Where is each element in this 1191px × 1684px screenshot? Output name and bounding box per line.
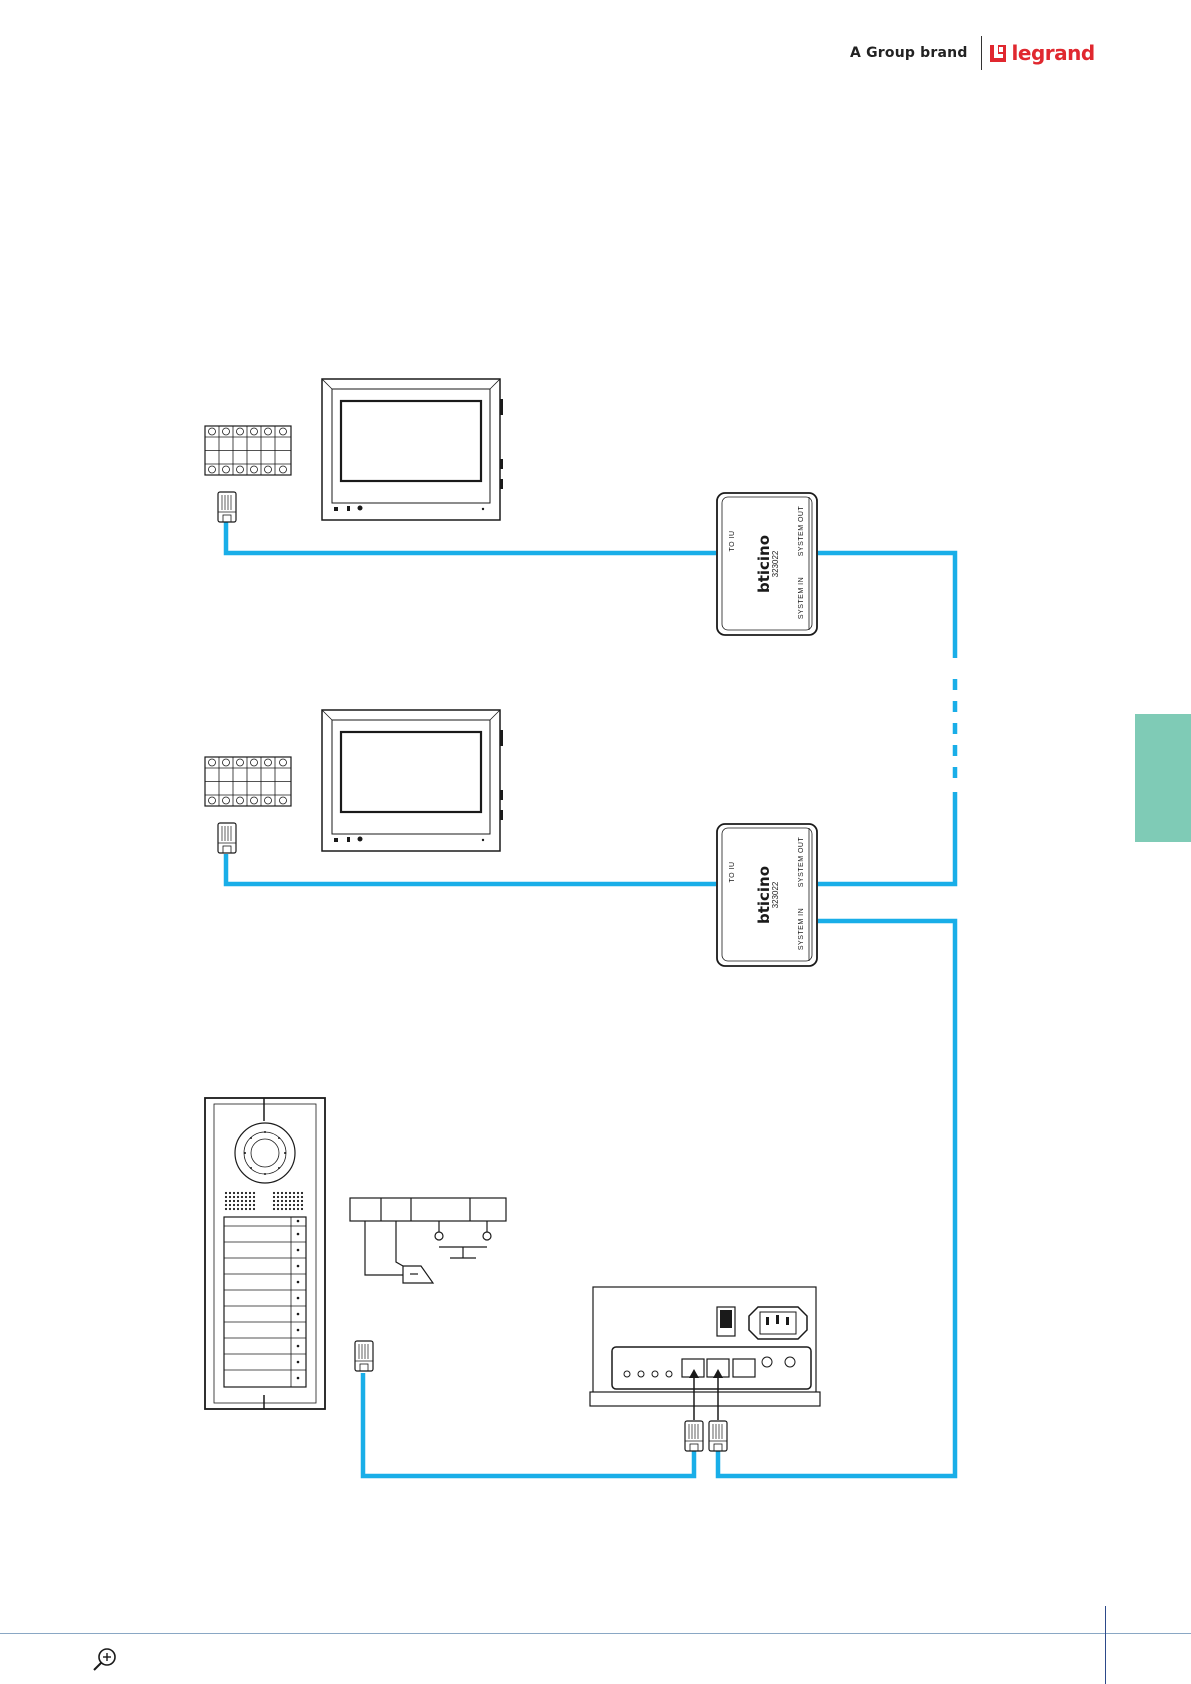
interface-unit-1: TO IU SYSTEM OUT SYSTEM IN bticino 32302… (717, 493, 817, 635)
cable-runs (226, 522, 955, 1476)
rj45-plug-1 (218, 492, 236, 522)
terminal-block-2 (205, 757, 291, 806)
rj45-plug-panel (355, 1341, 373, 1371)
iu1-port-out: SYSTEM OUT (798, 506, 805, 557)
iu2-port-out: SYSTEM OUT (798, 837, 805, 888)
zoom-in-icon[interactable] (92, 1647, 118, 1673)
iu1-port-in: SYSTEM IN (798, 577, 805, 619)
lock-terminal-block (350, 1198, 506, 1283)
iu1-port-to: TO IU (729, 530, 736, 551)
footer-margin-line (1105, 1606, 1106, 1684)
router-device (590, 1287, 820, 1420)
video-monitor-1 (322, 379, 503, 520)
iu1-code: 323022 (771, 550, 780, 577)
iu2-port-to: TO IU (729, 861, 736, 882)
footer-rule (0, 1633, 1191, 1634)
monitor-group-1 (205, 379, 503, 522)
entrance-panel (205, 1098, 325, 1409)
cable-monitor2-to-iu2 (226, 854, 716, 884)
monitor-group-2 (205, 710, 503, 853)
cable-iu2-system-out (818, 792, 955, 884)
video-monitor-2 (322, 710, 503, 851)
interface-unit-2: TO IU SYSTEM OUT SYSTEM IN bticino 32302… (717, 824, 817, 966)
cable-iu1-system-out (818, 553, 955, 658)
iu2-code: 323022 (771, 881, 780, 908)
iu2-port-in: SYSTEM IN (798, 908, 805, 950)
terminal-block-1 (205, 426, 291, 475)
cable-monitor1-to-iu1 (226, 522, 716, 553)
rj45-plug-router-2 (709, 1421, 727, 1451)
rj45-plug-2 (218, 823, 236, 853)
rj45-plug-router-1 (685, 1421, 703, 1451)
